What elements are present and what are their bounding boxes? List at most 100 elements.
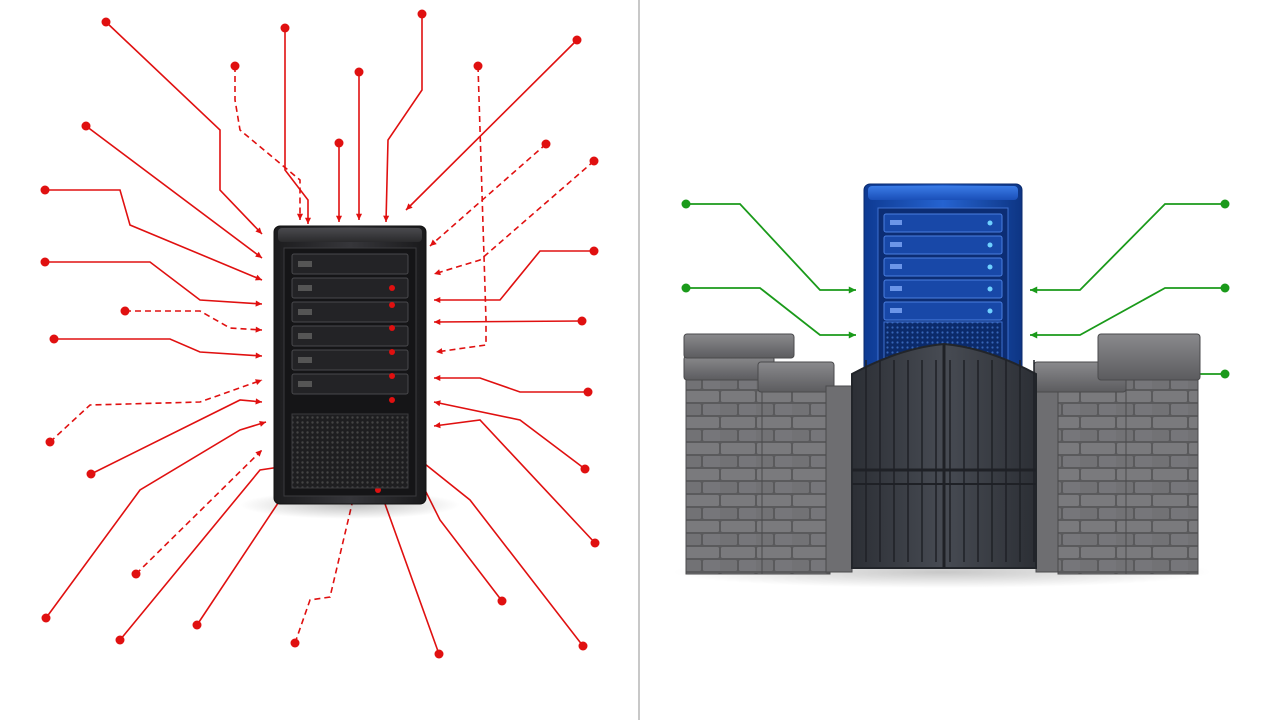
attack-arrowhead [255, 450, 262, 457]
attack-arrowhead [255, 398, 262, 405]
attack-arrowhead [434, 269, 441, 276]
unprotected-server-panel [0, 0, 638, 720]
attack-source-dot [589, 156, 599, 166]
attack-line [405, 39, 578, 211]
drive-bay [291, 253, 409, 275]
hit-point-dot [389, 285, 395, 291]
drive-handle [298, 309, 312, 315]
drive-handle [298, 261, 312, 267]
attack-arrowhead [255, 227, 262, 234]
attack-line [385, 14, 423, 223]
attack-arrowhead [304, 217, 312, 224]
attack-source-dot [583, 387, 593, 397]
attack-source-dot [280, 23, 290, 33]
attack-arrowhead [255, 274, 262, 281]
hit-point-dot [389, 325, 395, 331]
status-led [987, 286, 993, 292]
attack-arrowhead [255, 251, 262, 258]
attack-arrowhead [406, 203, 413, 210]
attack-line [433, 419, 596, 544]
drive-bay [291, 301, 409, 323]
drive-handle [298, 381, 312, 387]
drive-bay [883, 279, 1003, 299]
attack-lines [40, 9, 600, 659]
attack-line [429, 143, 547, 247]
drive-bay [883, 213, 1003, 233]
attack-line [54, 338, 263, 357]
attack-source-dot [49, 334, 59, 344]
allowed-traffic-line [686, 203, 856, 291]
allowed-arrowhead [848, 286, 856, 294]
drive-bay [291, 277, 409, 299]
attack-line [419, 459, 584, 647]
attack-source-dot [101, 17, 111, 27]
dark-server-tower [273, 225, 427, 505]
allowed-arrowhead [1030, 331, 1038, 339]
status-led [987, 308, 993, 314]
attack-source-dot [577, 316, 587, 326]
attack-arrowhead [436, 348, 443, 355]
attack-line [49, 379, 263, 443]
allowed-source-dot [1220, 369, 1230, 379]
attack-source-dot [417, 9, 427, 19]
attack-line [119, 463, 301, 641]
attack-arrowhead [355, 213, 363, 220]
attack-line [85, 125, 263, 259]
status-led [987, 264, 993, 270]
protected-server-panel [642, 0, 1280, 720]
allowed-source-dot [681, 283, 691, 293]
hit-point-dot [389, 349, 395, 355]
hit-point-dot [389, 373, 395, 379]
allowed-source-dot [1220, 283, 1230, 293]
blue-server-tower [863, 183, 1023, 375]
attack-line [45, 261, 263, 305]
drive-handle [890, 264, 902, 269]
drive-bay [883, 235, 1003, 255]
drive-handle [890, 242, 902, 247]
allowed-source-dot [681, 199, 691, 209]
firewall-gate [851, 342, 1037, 569]
attack-line [435, 65, 487, 353]
drive-bay [883, 257, 1003, 277]
attack-line [433, 320, 583, 323]
attack-line [434, 250, 594, 301]
attack-line [45, 421, 267, 619]
panel-divider [638, 0, 640, 720]
attack-source-dot [434, 649, 444, 659]
attack-source-dot [120, 306, 130, 316]
attack-arrowhead [434, 318, 441, 326]
attack-source-dot [572, 35, 582, 45]
attack-line [125, 310, 263, 331]
status-led [987, 220, 993, 226]
attack-arrowhead [255, 300, 262, 307]
attack-source-dot [290, 638, 300, 648]
allowed-traffic-lines [681, 199, 1230, 379]
allowed-traffic-line [1030, 203, 1225, 291]
attack-line [45, 189, 263, 281]
attack-source-dot [81, 121, 91, 131]
attack-source-dot [580, 464, 590, 474]
attack-arrowhead [255, 326, 262, 333]
drive-handle [890, 220, 902, 225]
attack-diagram [40, 9, 600, 659]
attack-source-dot [192, 620, 202, 630]
server-vent [291, 413, 409, 489]
attack-source-dot [497, 596, 507, 606]
attack-line [284, 28, 309, 224]
attack-source-dot [230, 61, 240, 71]
allowed-arrowhead [1030, 286, 1038, 294]
firewall-diagram [672, 183, 1230, 588]
drive-handle [298, 285, 312, 291]
attack-arrowhead [255, 379, 262, 385]
hit-point-dot [389, 302, 395, 308]
attack-arrowhead [430, 239, 437, 246]
attack-source-dot [40, 257, 50, 267]
attack-source-dot [45, 437, 55, 447]
attack-arrowhead [434, 400, 441, 407]
attack-source-dot [354, 67, 364, 77]
attack-source-dot [473, 61, 483, 71]
attack-line [90, 399, 263, 475]
status-led [987, 242, 993, 248]
attack-arrowhead [383, 215, 390, 222]
drive-bay [291, 373, 409, 395]
